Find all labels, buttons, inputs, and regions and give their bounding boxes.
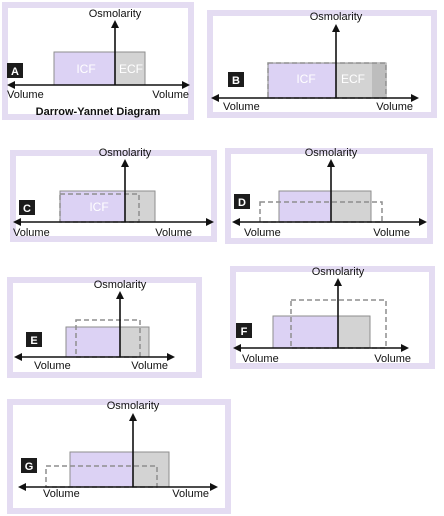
- panel-letter-badge: [228, 72, 244, 87]
- volume-axis-left-arrow: [7, 81, 15, 89]
- volume-axis-left-arrow: [211, 94, 219, 102]
- panel-letter: E: [30, 335, 37, 347]
- volume-label-left: Volume: [223, 101, 260, 113]
- volume-label-right: Volume: [131, 360, 168, 372]
- icf-label: ICF: [296, 72, 315, 86]
- volume-label-right: Volume: [155, 227, 192, 239]
- volume-label-left: Volume: [242, 353, 279, 365]
- icf-compartment: [59, 190, 126, 223]
- ecf-label: ECF: [119, 62, 143, 76]
- ecf-compartment: [330, 190, 372, 223]
- panel-letter-badge: [21, 458, 37, 473]
- ecf-compartment: [124, 190, 156, 223]
- panel-letter: A: [11, 66, 19, 78]
- ecf-compartment: [132, 451, 170, 488]
- volume-axis-left-arrow: [232, 218, 240, 226]
- volume-label-right: Volume: [376, 101, 413, 113]
- icf-label: ICF: [76, 62, 95, 76]
- icf-compartment: [65, 326, 121, 358]
- panel-letter: C: [23, 203, 31, 215]
- volume-axis-right-arrow: [411, 94, 419, 102]
- osmolarity-label: Osmolarity: [310, 11, 363, 23]
- volume-axis-right-arrow: [182, 81, 190, 89]
- panel-letter: B: [232, 75, 240, 87]
- panel-letter-badge: [7, 63, 23, 78]
- osmolarity-axis-arrow: [327, 159, 335, 167]
- volume-axis-left-arrow: [13, 218, 21, 226]
- ecf-shade: [372, 63, 386, 98]
- volume-label-right: Volume: [374, 353, 411, 365]
- osmolarity-axis-arrow: [111, 20, 119, 28]
- volume-axis-right-arrow: [167, 353, 175, 361]
- osmolarity-axis-arrow: [116, 291, 124, 299]
- volume-label-left: Volume: [244, 227, 281, 239]
- osmolarity-axis-arrow: [121, 159, 129, 167]
- diagram-caption: Darrow-Yannet Diagram: [36, 106, 161, 118]
- volume-label-left: Volume: [34, 360, 71, 372]
- volume-axis-left-arrow: [14, 353, 22, 361]
- volume-label-left: Volume: [13, 227, 50, 239]
- volume-label-left: Volume: [7, 89, 44, 101]
- panel-letter-badge: [234, 194, 250, 209]
- panel-letter-badge: [19, 200, 35, 215]
- panel-letter: F: [241, 326, 248, 338]
- volume-axis-left-arrow: [233, 344, 241, 352]
- volume-axis-left-arrow: [18, 483, 26, 491]
- panel-letter-badge: [26, 332, 42, 347]
- panel-letter: G: [25, 461, 34, 473]
- osmolarity-axis-arrow: [332, 24, 340, 32]
- ecf-compartment: [337, 315, 371, 349]
- osmolarity-label: Osmolarity: [94, 279, 147, 291]
- volume-label-right: Volume: [152, 89, 189, 101]
- panel-letter: D: [238, 197, 246, 209]
- volume-label-left: Volume: [43, 488, 80, 500]
- osmolarity-axis-arrow: [334, 278, 342, 286]
- icf-compartment: [272, 315, 339, 349]
- icf-compartment: [69, 451, 134, 488]
- osmolarity-label: Osmolarity: [99, 147, 152, 159]
- icf-compartment: [278, 190, 332, 223]
- osmolarity-label: Osmolarity: [107, 400, 160, 412]
- osmolarity-label: Osmolarity: [89, 8, 142, 20]
- icf-label: ICF: [89, 200, 108, 214]
- osmolarity-label: Osmolarity: [312, 266, 365, 278]
- ecf-label: ECF: [341, 72, 365, 86]
- volume-label-right: Volume: [172, 488, 209, 500]
- osmolarity-label: Osmolarity: [305, 147, 358, 159]
- volume-label-right: Volume: [373, 227, 410, 239]
- panel-letter-badge: [236, 323, 252, 338]
- osmolarity-axis-arrow: [129, 413, 137, 421]
- volume-axis-right-arrow: [401, 344, 409, 352]
- volume-axis-right-arrow: [206, 218, 214, 226]
- volume-axis-right-arrow: [419, 218, 427, 226]
- volume-axis-right-arrow: [210, 483, 218, 491]
- ecf-compartment: [119, 326, 150, 358]
